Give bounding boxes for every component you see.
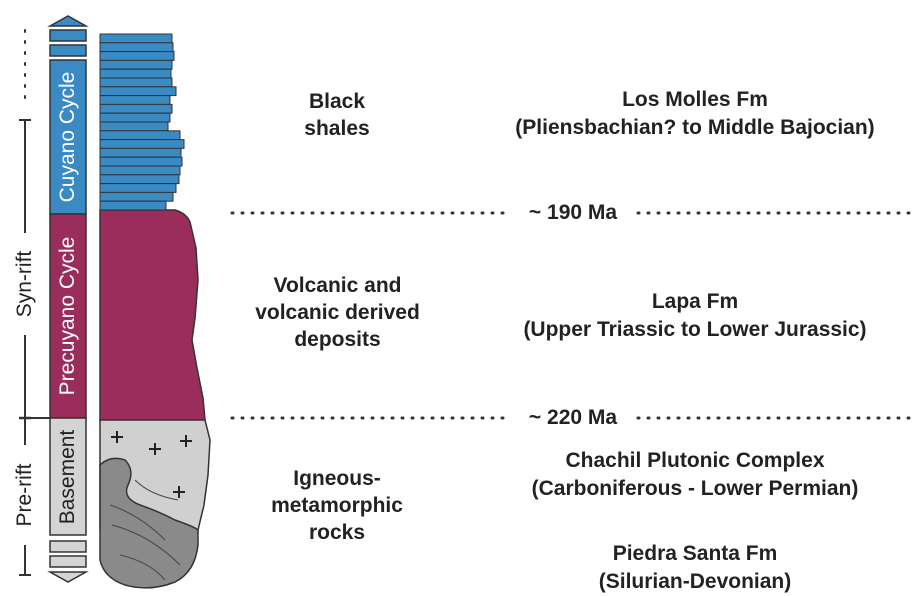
shale-bed bbox=[100, 140, 184, 149]
shale-bed bbox=[100, 175, 179, 184]
formation-piedra-santa: Piedra Santa Fm (Silurian-Devonian) bbox=[480, 540, 910, 596]
formation-lapa: Lapa Fm (Upper Triassic to Lower Jurassi… bbox=[480, 288, 910, 344]
shale-bed bbox=[100, 52, 174, 61]
shale-bed bbox=[100, 157, 182, 166]
shale-bed bbox=[100, 43, 173, 52]
shale-bed bbox=[100, 148, 181, 157]
boundary-age-190: ~ 190 Ma bbox=[510, 201, 636, 225]
shale-bed bbox=[100, 60, 172, 69]
shale-bed bbox=[100, 201, 166, 210]
shale-bed bbox=[100, 166, 180, 175]
formation-chachil: Chachil Plutonic Complex (Carboniferous … bbox=[480, 447, 910, 503]
rift-label-syn: Syn-rift bbox=[12, 233, 38, 335]
shale-bed bbox=[100, 69, 171, 78]
bar-arrow-top bbox=[50, 16, 86, 26]
lithology-label-igneous: Igneous- metamorphic rocks bbox=[252, 465, 422, 546]
shale-bed bbox=[100, 34, 172, 43]
volcanic-unit bbox=[100, 210, 205, 420]
shale-bed bbox=[100, 122, 168, 131]
shale-bed bbox=[100, 96, 170, 105]
shale-bed bbox=[100, 192, 173, 201]
rift-label-pre: Pre-rift bbox=[12, 445, 38, 545]
formation-los-molles: Los Molles Fm (Pliensbachian? to Middle … bbox=[480, 86, 910, 142]
lithology-label-shales: Black shales bbox=[252, 88, 422, 142]
cycle-label-basement: Basement bbox=[55, 418, 81, 536]
shale-bed bbox=[100, 184, 176, 193]
lithology-column bbox=[100, 34, 210, 588]
cycle-label-precuyano: Precuyano Cycle bbox=[55, 214, 81, 418]
shale-bed bbox=[100, 87, 176, 96]
lithology-label-volcanic: Volcanic and volcanic derived deposits bbox=[230, 272, 445, 353]
shale-bed bbox=[100, 78, 172, 87]
shale-bed bbox=[100, 131, 180, 140]
black-shale-unit bbox=[100, 34, 184, 210]
shale-bed bbox=[100, 113, 170, 122]
boundary-age-220: ~ 220 Ma bbox=[510, 406, 636, 430]
shale-bed bbox=[100, 104, 172, 113]
cycle-label-cuyano: Cuyano Cycle bbox=[55, 60, 81, 214]
bar-arrow-bottom bbox=[50, 572, 86, 582]
